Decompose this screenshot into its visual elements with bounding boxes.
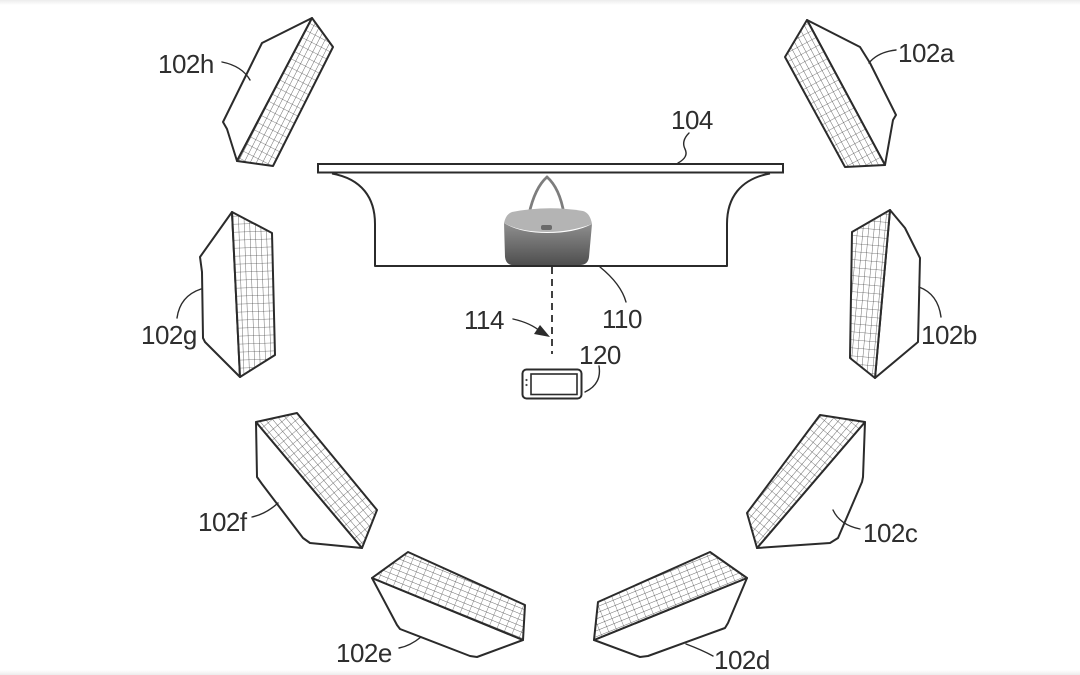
panel-grid-face: [231, 211, 276, 378]
label-102d: 102d: [714, 645, 770, 675]
label-102e: 102e: [336, 638, 392, 668]
display-panel-102g: [199, 211, 276, 378]
smartphone-icon: [521, 368, 583, 400]
leader-102e: [398, 636, 422, 649]
leader-102f: [251, 502, 279, 518]
label-102b: 102b: [921, 320, 977, 350]
leader-104: [677, 132, 690, 164]
leader-102h: [221, 61, 251, 81]
label-114: 114: [464, 305, 504, 335]
leader-114-arrow: [512, 318, 550, 337]
leader-102d: [685, 643, 714, 657]
table-pedestal: [331, 172, 771, 267]
handbag-flap: [504, 208, 592, 232]
page-edge-top: [0, 0, 1080, 5]
panel-grid-face: [746, 414, 866, 549]
handbag-body: [504, 223, 592, 265]
panel-grid-face: [255, 412, 378, 549]
label-102f: 102f: [198, 507, 248, 537]
phone-button: [525, 378, 528, 382]
handbag-clasp: [541, 225, 552, 230]
display-panel-102c: [746, 414, 866, 549]
display-panel-102f: [255, 412, 378, 549]
display-panel-102a: [784, 19, 897, 168]
panel-grid-face: [236, 17, 334, 167]
page-edge-bottom: [0, 670, 1080, 675]
handbag-icon: [504, 175, 592, 265]
panel-grid-face: [784, 19, 886, 168]
display-panel-102d: [593, 551, 748, 658]
label-102g: 102g: [141, 320, 197, 350]
label-102h: 102h: [158, 49, 214, 79]
panel-grid-face: [593, 551, 748, 641]
label-102a: 102a: [898, 38, 955, 68]
leader-102c: [832, 509, 861, 530]
label-104: 104: [671, 105, 713, 135]
label-102c: 102c: [863, 518, 918, 548]
label-120: 120: [579, 340, 621, 370]
panel-grid-face: [849, 209, 891, 379]
display-panel-102b: [849, 209, 921, 379]
display-panel-102h: [222, 17, 334, 167]
leader-110: [599, 266, 627, 303]
panel-grid-face: [371, 551, 526, 641]
leader-120: [584, 365, 601, 393]
label-110: 110: [602, 304, 642, 334]
arrowhead-icon: [534, 325, 550, 337]
leader-102g: [176, 288, 202, 319]
table-top: [317, 163, 784, 174]
phone-speaker: [525, 383, 528, 387]
display-panel-102e: [371, 551, 526, 658]
display-table: [317, 163, 784, 267]
phone-screen: [530, 373, 578, 396]
leader-102a: [868, 49, 897, 64]
leader-102b: [918, 286, 942, 318]
